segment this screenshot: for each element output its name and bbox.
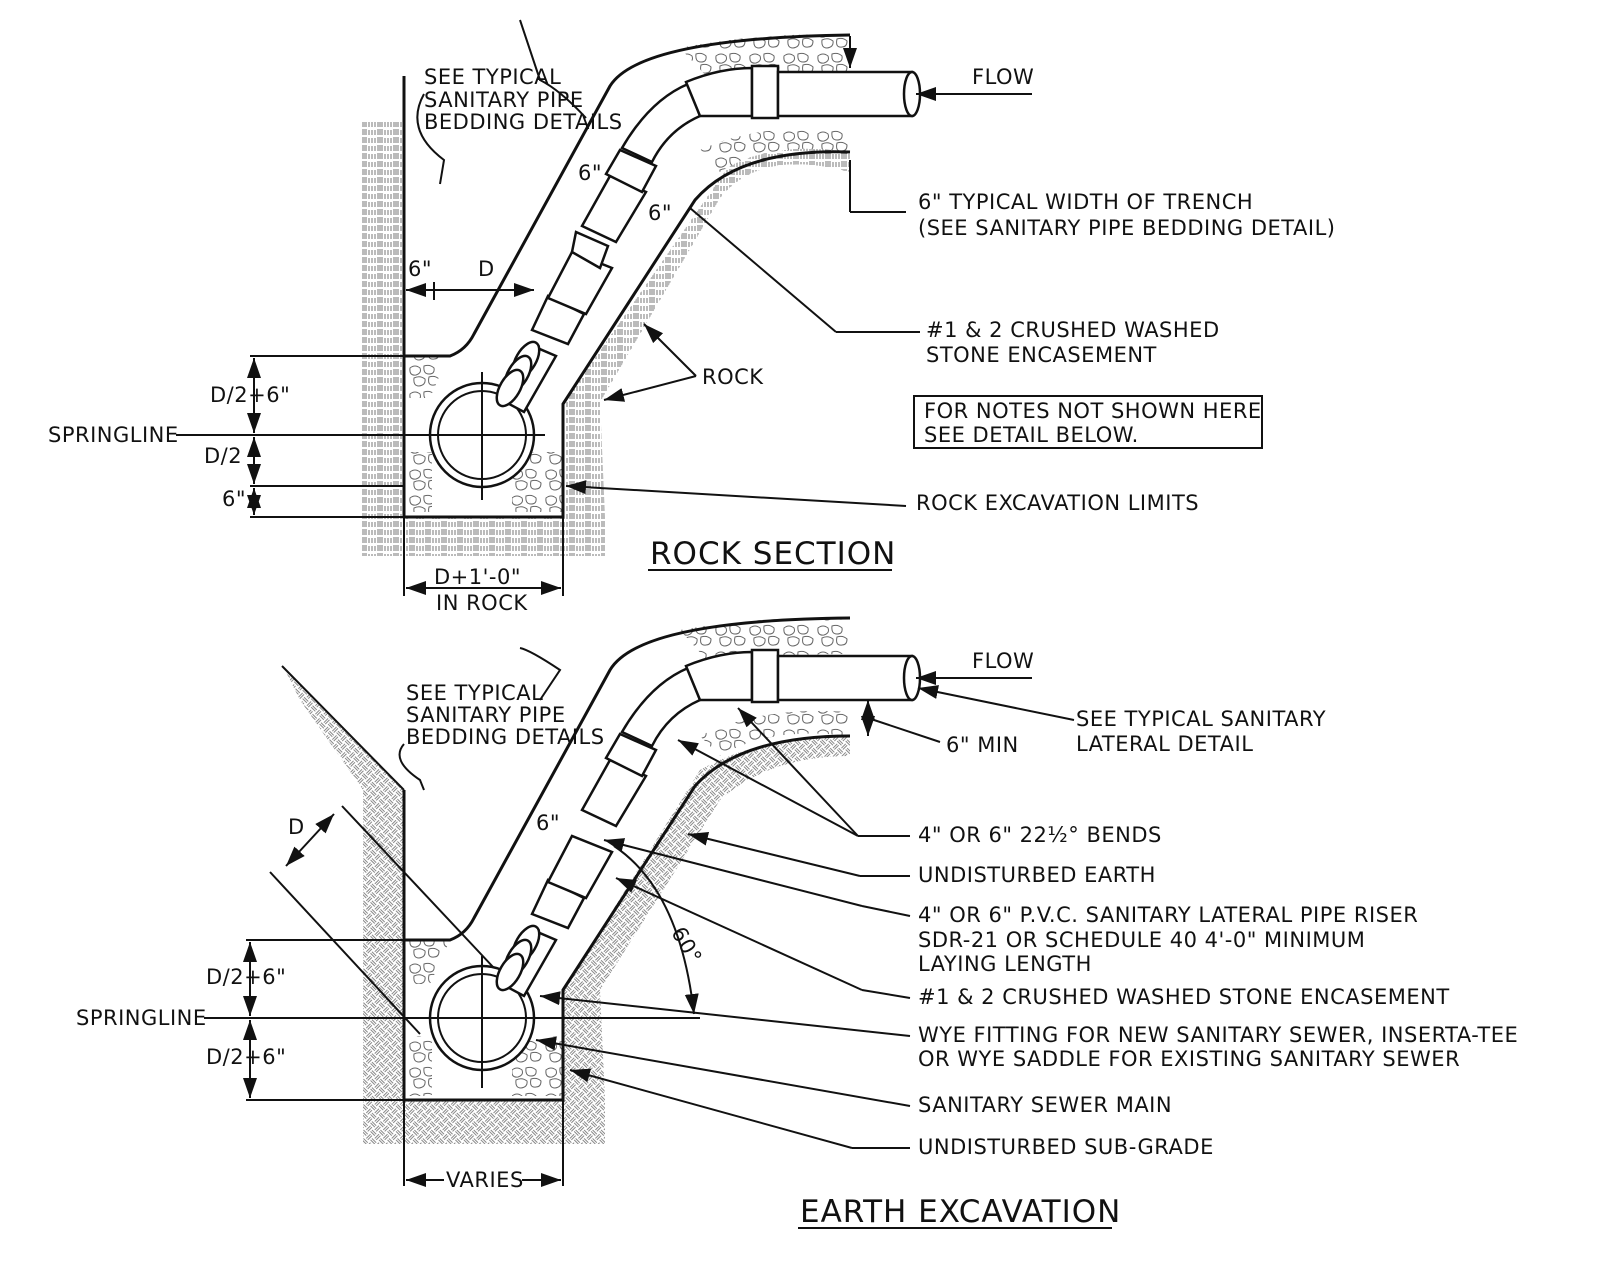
rock-dim-6-bottom: 6" bbox=[222, 487, 246, 511]
rock-dim-6-left: 6" bbox=[408, 257, 432, 281]
earth-stone-leader bbox=[861, 989, 911, 999]
earth-min-leader bbox=[867, 717, 941, 743]
rock-callout-stone-1: #1 & 2 CRUSHED WASHED bbox=[926, 318, 1220, 342]
earth-right-wall bbox=[563, 736, 850, 1100]
rock-bedding-note-2: SANITARY PIPE bbox=[424, 88, 584, 112]
earth-stone-leader-2 bbox=[615, 877, 863, 991]
earth-callout-lateral-1: SEE TYPICAL SANITARY bbox=[1076, 707, 1326, 731]
earth-bedding-note-1: SEE TYPICAL bbox=[406, 681, 543, 705]
earth-riser-pipe bbox=[495, 648, 922, 998]
earth-lateral-leader bbox=[917, 685, 1075, 721]
rock-dim-width-2: IN ROCK bbox=[436, 591, 528, 615]
earth-callout-lateral-2: LATERAL DETAIL bbox=[1076, 732, 1253, 756]
earth-section-title: EARTH EXCAVATION bbox=[800, 1194, 1121, 1230]
rock-notes-box bbox=[913, 395, 1263, 449]
earth-callout-riser-1: 4" OR 6" P.V.C. SANITARY LATERAL PIPE RI… bbox=[918, 903, 1418, 927]
earth-callout-wye-1: WYE FITTING FOR NEW SANITARY SEWER, INSE… bbox=[918, 1023, 1518, 1047]
earth-callout-riser-3: LAYING LENGTH bbox=[918, 952, 1092, 976]
rock-bedding-note-1: SEE TYPICAL bbox=[424, 65, 561, 89]
earth-trench-outline bbox=[402, 734, 851, 1102]
earth-wye-leader bbox=[539, 991, 911, 1037]
earth-bedding-note-3: BEDDING DETAILS bbox=[406, 725, 605, 749]
earth-callout-stone: #1 & 2 CRUSHED WASHED STONE ENCASEMENT bbox=[918, 985, 1450, 1009]
earth-callout-min: 6" MIN bbox=[946, 733, 1019, 757]
earth-d-dim-line-1 bbox=[341, 805, 495, 969]
earth-dim-d2-6-top: D/2+6" bbox=[206, 965, 286, 989]
earth-stone-bottom bbox=[404, 940, 563, 1096]
rock-callout-trench-2: (SEE SANITARY PIPE BEDDING DETAIL) bbox=[918, 216, 1335, 240]
stone-encasement-bottom-left bbox=[404, 356, 448, 512]
earth-dim-d: D bbox=[288, 815, 305, 839]
earth-earth-leader-2 bbox=[687, 831, 861, 877]
earth-callout-wye-2: OR WYE SADDLE FOR EXISTING SANITARY SEWE… bbox=[918, 1047, 1460, 1071]
rock-stone-leader bbox=[689, 207, 837, 333]
earth-dim-6: 6" bbox=[536, 811, 560, 835]
rock-callout-trench-1: 6" TYPICAL WIDTH OF TRENCH bbox=[918, 190, 1253, 214]
earth-section-drawing: SEE TYPICAL SANITARY PIPE BEDDING DETAIL… bbox=[76, 616, 1518, 1230]
earth-stone-mid bbox=[700, 711, 848, 756]
rock-right-wall bbox=[563, 141, 850, 517]
earth-bedding-note-2: SANITARY PIPE bbox=[406, 703, 566, 727]
earth-bottom bbox=[363, 1100, 605, 1144]
rock-dim-6-top: 6" bbox=[578, 161, 602, 185]
earth-callout-earth: UNDISTURBED EARTH bbox=[918, 863, 1156, 887]
earth-springline: SPRINGLINE bbox=[76, 1006, 207, 1030]
earth-flow-label: FLOW bbox=[972, 649, 1034, 673]
earth-bedding-leader bbox=[398, 743, 425, 791]
rock-bedding-note-3: BEDDING DETAILS bbox=[424, 110, 623, 134]
rock-notes-2: SEE DETAIL BELOW. bbox=[924, 423, 1139, 447]
rock-trench-outline bbox=[402, 76, 851, 519]
rock-callout-leader-1 bbox=[643, 323, 697, 377]
earth-bends-leader-2 bbox=[677, 739, 859, 837]
earth-callout-riser-2: SDR-21 OR SCHEDULE 40 4'-0" MINIMUM bbox=[918, 928, 1365, 952]
rock-section-title: ROCK SECTION bbox=[650, 536, 896, 572]
earth-callout-bends: 4" OR 6" 22½° BENDS bbox=[918, 823, 1162, 847]
earth-riser-leader bbox=[861, 905, 911, 917]
earth-d-dim-line-2 bbox=[269, 871, 421, 1035]
rock-trench-outline-upper bbox=[404, 33, 851, 358]
earth-angle-arc bbox=[613, 845, 699, 1015]
rock-dim-d: D bbox=[478, 257, 495, 281]
earth-callout-main: SANITARY SEWER MAIN bbox=[918, 1093, 1172, 1117]
earth-riser-leader-2 bbox=[603, 838, 863, 907]
earth-d-dim bbox=[285, 813, 335, 867]
rock-bedding-leader bbox=[416, 93, 446, 185]
earth-subgrade-leader-2 bbox=[569, 1068, 853, 1149]
earth-bedding-leader-2 bbox=[519, 647, 562, 701]
rock-dim-width-1: D+1'-0" bbox=[434, 565, 521, 589]
rock-springline: SPRINGLINE bbox=[48, 423, 179, 447]
earth-dim-d2-6-bottom: D/2+6" bbox=[206, 1045, 286, 1069]
earth-bends-leader-1 bbox=[737, 707, 859, 837]
earth-dim-width: VARIES bbox=[446, 1168, 524, 1192]
earth-main-leader bbox=[535, 1036, 911, 1107]
rock-dim-d2: D/2 bbox=[204, 444, 242, 468]
rock-riser-pipe bbox=[495, 64, 922, 414]
rock-callout-stone-2: STONE ENCASEMENT bbox=[926, 343, 1157, 367]
rock-bedding-leader-2 bbox=[519, 19, 587, 119]
earth-callout-subgrade: UNDISTURBED SUB-GRADE bbox=[918, 1135, 1214, 1159]
rock-callout-limits: ROCK EXCAVATION LIMITS bbox=[916, 491, 1199, 515]
rock-callout-rock: ROCK bbox=[702, 365, 764, 389]
rock-callout-leader-2 bbox=[603, 375, 697, 402]
earth-surface-slope bbox=[281, 665, 405, 791]
rock-dim-6-right: 6" bbox=[648, 201, 672, 225]
rock-bottom bbox=[362, 517, 605, 556]
rock-left-wall bbox=[362, 122, 563, 556]
rock-flow-label: FLOW bbox=[972, 65, 1034, 89]
rock-notes-1: FOR NOTES NOT SHOWN HERE bbox=[924, 399, 1262, 423]
rock-limits-leader bbox=[565, 480, 907, 507]
stone-encasement-mid bbox=[700, 128, 848, 172]
earth-dim-angle: 60° bbox=[666, 923, 706, 969]
stone-encasement-bottom-right bbox=[512, 452, 563, 512]
rock-dim-d2-6: D/2+6" bbox=[210, 383, 290, 407]
rock-section-drawing: SEE TYPICAL SANITARY PIPE BEDDING DETAIL… bbox=[48, 19, 1335, 615]
